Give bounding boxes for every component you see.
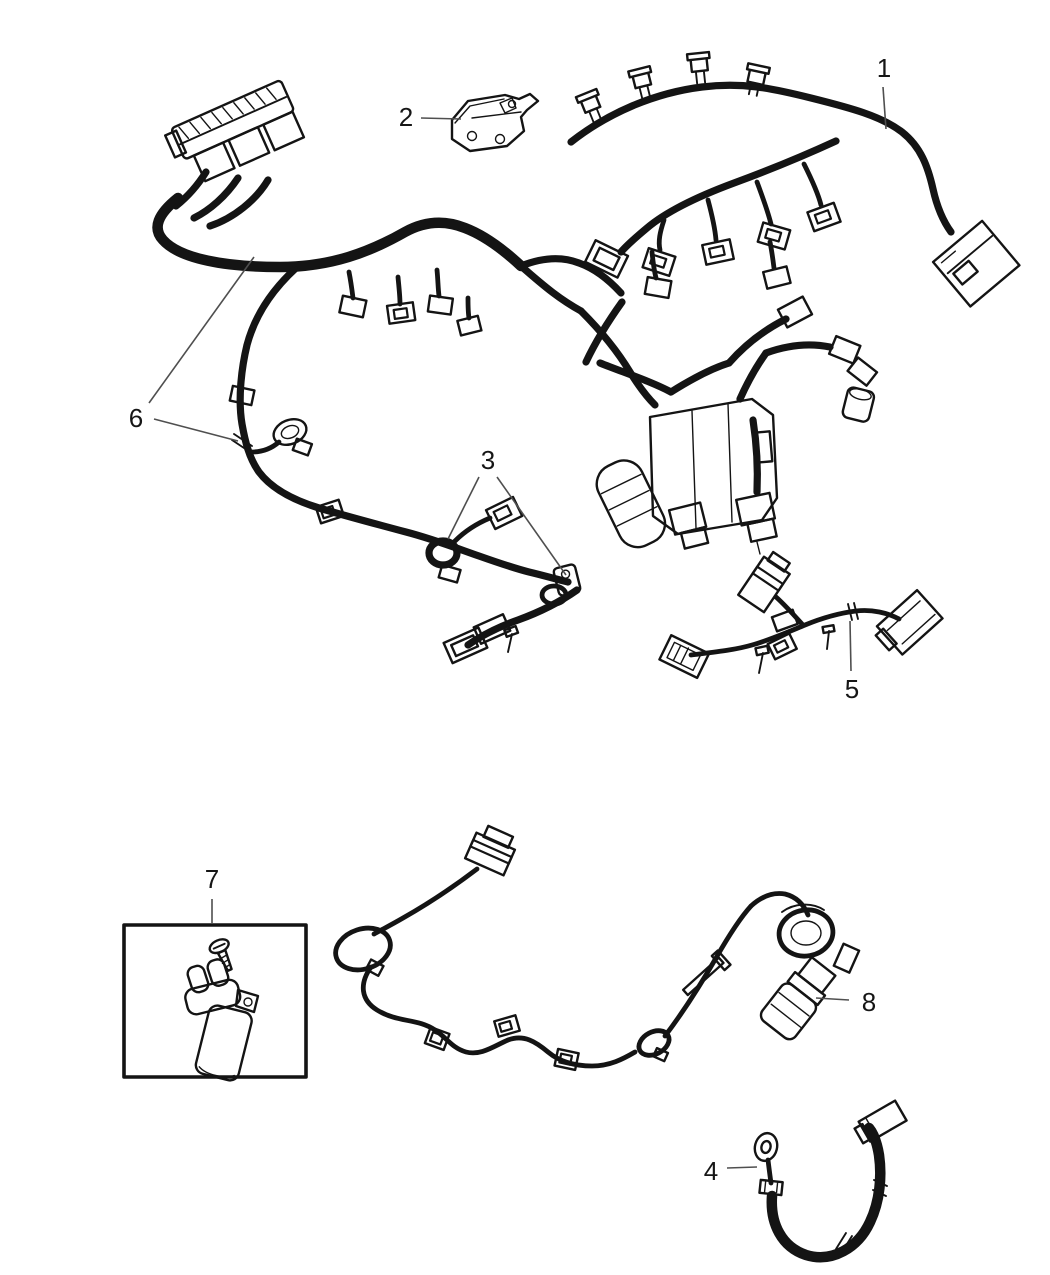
harness-clip: [493, 1014, 521, 1038]
coil-connector: [685, 50, 714, 86]
callout-4: 4: [704, 1156, 758, 1186]
barrel-connector: [841, 386, 876, 423]
splice-band: [835, 1232, 853, 1253]
loop-wrap: [364, 958, 385, 978]
injector-connector: [756, 221, 792, 251]
branch-connector: [643, 275, 673, 300]
callout-4-number: 4: [704, 1156, 718, 1186]
part-7-sensor-kit: [122, 923, 308, 1082]
stud-pin: [754, 644, 770, 657]
small-connector: [770, 608, 799, 633]
branch-connector: [426, 294, 455, 316]
top-connector: [737, 550, 791, 614]
callout-5: 5: [845, 620, 859, 704]
branch-connector: [761, 265, 792, 290]
callout-4-leader-line: [726, 1166, 758, 1169]
part-4-battery-cable: [753, 1099, 908, 1263]
callout-6-leader-line: [148, 256, 255, 404]
harness-clip: [228, 384, 256, 407]
callout-7-number: 7: [205, 864, 219, 894]
callout-2-leader-line: [420, 117, 462, 120]
cable-end-connector: [853, 1099, 908, 1145]
callout-1-leader-line: [882, 86, 887, 130]
injector-connector: [701, 238, 735, 266]
callout-2-number: 2: [399, 102, 413, 132]
pump-cylinder: [595, 459, 667, 549]
branch-connector: [776, 295, 814, 329]
module-connector: [667, 501, 710, 550]
ground-eyelet: [314, 498, 346, 525]
screw: [208, 938, 233, 972]
callout-5-number: 5: [845, 674, 859, 704]
sensor-connector: [484, 495, 524, 531]
ring-terminal: [753, 1131, 779, 1163]
branch-connector: [456, 314, 483, 337]
part-8-sensor-harness: [333, 824, 861, 1072]
callout-layer: 1 2 3 4 5 6 7 8: [129, 53, 891, 1186]
branch-connector: [385, 301, 417, 325]
callout-1: 1: [877, 53, 891, 130]
callout-8-leader-line: [815, 997, 850, 1001]
callout-2: 2: [399, 102, 462, 132]
callout-6-leader-line: [153, 418, 239, 442]
branch-connector: [827, 334, 862, 365]
part-2-bracket: [450, 92, 540, 153]
harness-clip: [423, 1025, 451, 1052]
tape-wrap: [847, 602, 859, 621]
injector-connector: [806, 201, 842, 233]
rail-connector: [472, 613, 512, 645]
stud-pin: [503, 624, 520, 639]
callout-3-number: 3: [481, 445, 495, 475]
callout-5-leader-line: [849, 620, 852, 672]
harness-end-connector: [583, 239, 630, 279]
stud-pin: [821, 623, 836, 635]
part-5-jumper-harness: [658, 550, 944, 680]
branch-connector: [846, 356, 879, 387]
oxygen-sensor-connector: [759, 956, 837, 1041]
ferrule-band: [872, 1179, 888, 1197]
clip-block: [437, 563, 462, 584]
end-connector: [658, 634, 711, 680]
callout-3-leader-line: [496, 476, 567, 576]
callout-8-number: 8: [862, 987, 876, 1017]
callout-7: 7: [205, 864, 219, 923]
top-connector: [463, 824, 517, 877]
side-tab: [832, 942, 861, 974]
ecm-connector-stack: [164, 79, 306, 183]
branch-connector: [338, 294, 368, 319]
tape-wrap: [231, 433, 253, 453]
rail-connector: [442, 626, 489, 665]
callout-6-number: 6: [129, 403, 143, 433]
main-connector: [931, 219, 1021, 308]
module-assembly: [595, 349, 779, 550]
stake-pin: [681, 949, 732, 997]
small-connector: [766, 632, 798, 661]
callout-1-number: 1: [877, 53, 891, 83]
callout-3: 3: [447, 445, 567, 576]
callout-8: 8: [815, 987, 876, 1017]
injector-connector: [641, 246, 677, 278]
callout-6: 6: [129, 256, 255, 442]
part-6-engine-harness: [152, 79, 879, 665]
coil-connector: [740, 62, 771, 99]
part-1-coil-injector-harness: [567, 50, 1021, 308]
camshaft-sensor: [184, 958, 260, 1082]
loop-wrap: [652, 1046, 670, 1063]
callout-3-leader-line: [447, 476, 480, 540]
connector-latch: [291, 437, 314, 457]
harness-clip: [553, 1047, 580, 1072]
right-connector: [874, 588, 944, 656]
drop-connector: [735, 491, 778, 543]
